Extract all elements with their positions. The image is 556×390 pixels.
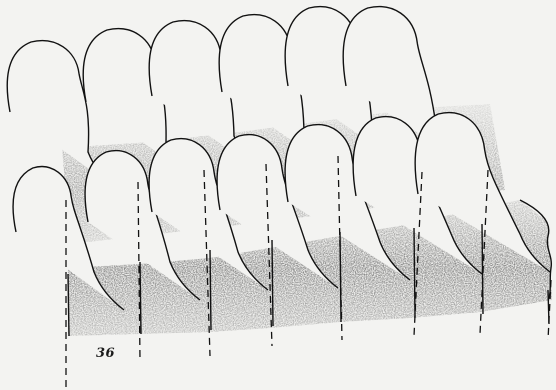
- lobe-stem: [414, 228, 415, 318]
- lobe-stem: [68, 274, 69, 336]
- figure-number: 36: [96, 346, 115, 361]
- lobe-stem: [210, 250, 211, 330]
- lobe-stem: [272, 240, 273, 326]
- lobe-stem: [140, 262, 141, 334]
